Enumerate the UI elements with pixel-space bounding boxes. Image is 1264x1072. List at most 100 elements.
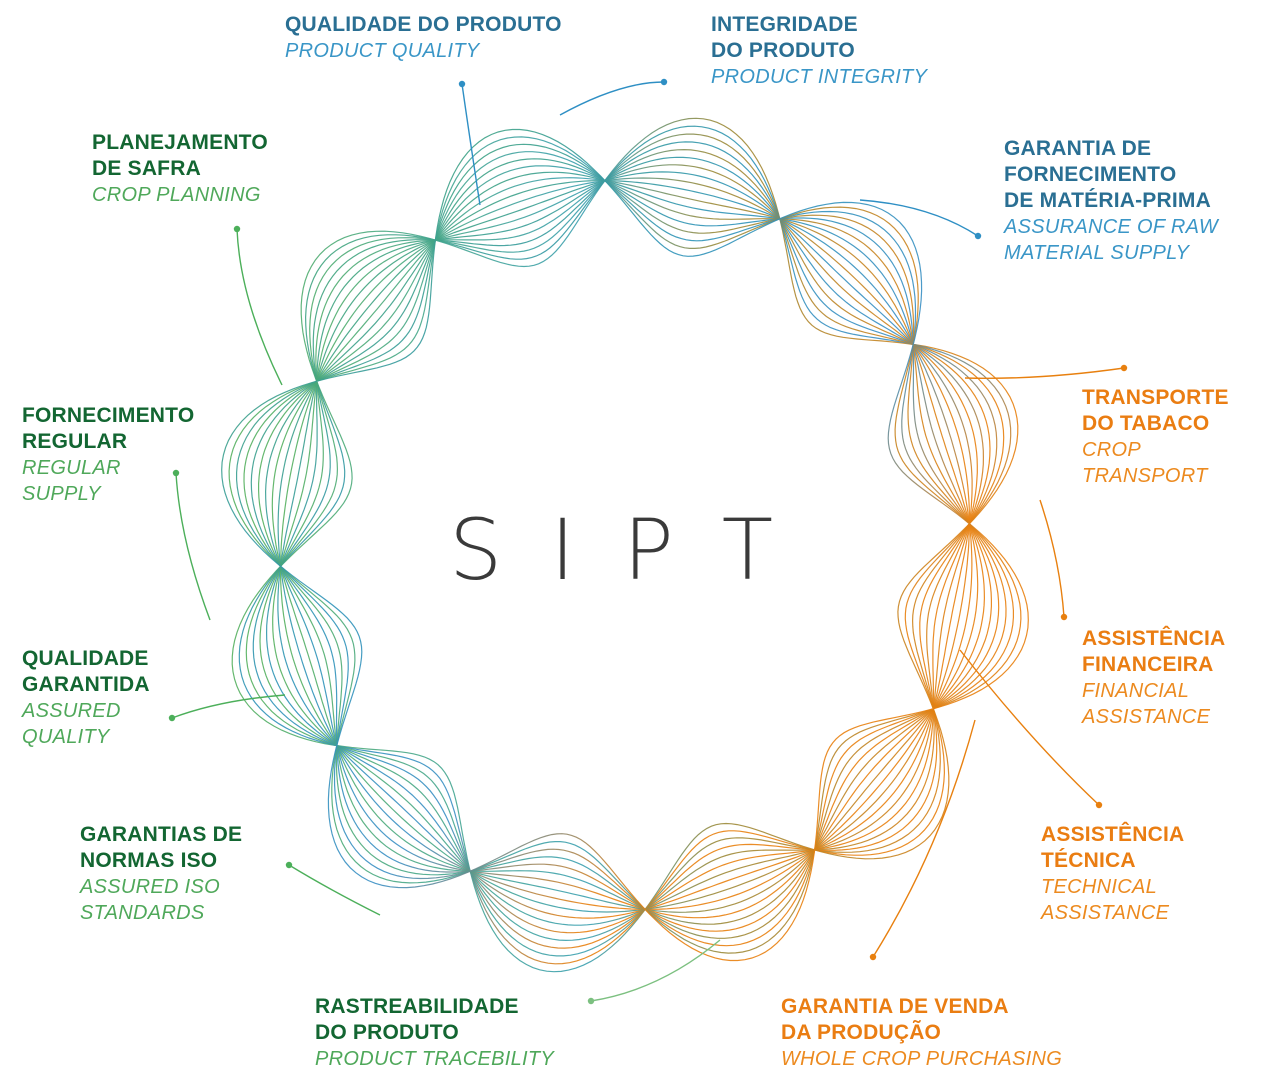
label-pt: DO TABACO bbox=[1082, 412, 1210, 435]
wave-strand bbox=[231, 117, 1019, 973]
label-qualidade-do-produto: QUALIDADE DO PRODUTO PRODUCT QUALITY bbox=[285, 12, 562, 64]
label-en: PRODUCT QUALITY bbox=[285, 40, 480, 62]
label-en: WHOLE CROP PURCHASING bbox=[781, 1048, 1063, 1070]
leader-dot bbox=[1095, 801, 1103, 809]
leader-dot bbox=[172, 469, 180, 477]
center-title-sipt: SIPT bbox=[448, 501, 822, 599]
wave-strand bbox=[277, 171, 973, 919]
leader-dot bbox=[869, 953, 877, 961]
label-pt: GARANTIA DE VENDA bbox=[781, 995, 1009, 1018]
leader-line bbox=[461, 83, 481, 206]
label-pt: QUALIDADE DO PRODUTO bbox=[285, 13, 562, 36]
label-pt: REGULAR bbox=[22, 430, 128, 453]
wave-strand bbox=[252, 141, 998, 949]
label-rastreabilidade-do-produto: RASTREABILIDADE DO PRODUTO PRODUCT TRACE… bbox=[315, 994, 554, 1072]
wave-strand bbox=[238, 125, 1012, 965]
label-en: ASSISTANCE bbox=[1041, 902, 1170, 924]
label-garantias-de-normas-iso: GARANTIAS DE NORMAS ISO ASSURED ISO STAN… bbox=[80, 822, 242, 926]
label-qualidade-garantida: QUALIDADE GARANTIDA ASSURED QUALITY bbox=[22, 646, 150, 750]
leader-line bbox=[1039, 499, 1065, 618]
leader-dot bbox=[660, 78, 668, 86]
label-pt: DE SAFRA bbox=[92, 157, 201, 180]
wave-strand bbox=[259, 148, 991, 942]
label-pt: QUALIDADE bbox=[22, 647, 149, 670]
label-en: PRODUCT TRACEBILITY bbox=[315, 1048, 555, 1070]
label-en: ASSURED bbox=[22, 700, 121, 722]
label-en: STANDARDS bbox=[80, 902, 205, 924]
leader-dot bbox=[233, 225, 241, 233]
wave-strand bbox=[265, 156, 985, 934]
label-pt: ASSISTÊNCIA bbox=[1082, 627, 1226, 650]
label-pt: TRANSPORTE bbox=[1082, 386, 1229, 409]
label-pt: GARANTIAS DE bbox=[80, 823, 243, 846]
leader-line bbox=[236, 228, 283, 386]
leader-dot bbox=[458, 80, 466, 88]
label-en: CROP bbox=[1082, 439, 1141, 461]
label-pt: DO PRODUTO bbox=[711, 39, 855, 62]
label-en: ASSURED ISO bbox=[80, 876, 220, 898]
leader-lines bbox=[168, 78, 1128, 1005]
label-assistencia-financeira: ASSISTÊNCIA FINANCEIRA FINANCIAL ASSISTA… bbox=[1082, 626, 1225, 730]
leader-dot bbox=[285, 861, 293, 869]
label-pt: RASTREABILIDADE bbox=[315, 995, 519, 1018]
wave-strand bbox=[280, 177, 970, 913]
label-en: TECHNICAL bbox=[1041, 876, 1158, 898]
leader-dot bbox=[974, 232, 982, 240]
label-en: CROP PLANNING bbox=[92, 184, 261, 206]
wave-strand bbox=[271, 177, 979, 913]
wave-strand bbox=[243, 151, 1007, 939]
label-pt: DA PRODUÇÃO bbox=[781, 1021, 942, 1044]
label-en: MATERIAL SUPPLY bbox=[1004, 242, 1190, 264]
label-integridade-do-produto: INTEGRIDADE DO PRODUTO PRODUCT INTEGRITY bbox=[711, 12, 927, 90]
label-fornecimento-regular: FORNECIMENTO REGULAR REGULAR SUPPLY bbox=[22, 403, 194, 507]
label-en: SUPPLY bbox=[22, 483, 101, 505]
leader-line bbox=[171, 694, 286, 719]
leader-line bbox=[559, 81, 665, 116]
leader-dot bbox=[168, 714, 176, 722]
label-transporte-do-tabaco: TRANSPORTE DO TABACO CROP TRANSPORT bbox=[1082, 385, 1229, 489]
wave-strand bbox=[264, 171, 986, 919]
wave-strand bbox=[236, 143, 1014, 947]
label-en: QUALITY bbox=[22, 726, 110, 748]
label-pt: FORNECIMENTO bbox=[22, 404, 195, 427]
label-pt: GARANTIDA bbox=[22, 673, 150, 696]
leader-line bbox=[859, 199, 979, 237]
label-assistencia-tecnica: ASSISTÊNCIA TÉCNICA TECHNICAL ASSISTANCE bbox=[1041, 822, 1184, 926]
label-pt: FORNECIMENTO bbox=[1004, 163, 1177, 186]
label-planejamento-de-safra: PLANEJAMENTO DE SAFRA CROP PLANNING bbox=[92, 130, 268, 208]
wave-strand bbox=[250, 158, 1000, 932]
leader-dot bbox=[1060, 613, 1068, 621]
label-pt: GARANTIA DE bbox=[1004, 137, 1152, 160]
label-pt: INTEGRIDADE bbox=[711, 13, 858, 36]
leader-dot bbox=[587, 997, 595, 1005]
wave-strand bbox=[272, 164, 978, 926]
leader-line bbox=[590, 939, 721, 1002]
label-en: TRANSPORT bbox=[1082, 465, 1208, 487]
label-pt: DE MATÉRIA-PRIMA bbox=[1004, 189, 1211, 212]
label-pt: ASSISTÊNCIA bbox=[1041, 823, 1185, 846]
wave-strand bbox=[277, 180, 973, 910]
leader-line bbox=[288, 864, 381, 916]
wave-strands bbox=[221, 117, 1029, 973]
label-en: PRODUCT INTEGRITY bbox=[711, 66, 928, 88]
label-en: ASSISTANCE bbox=[1082, 706, 1211, 728]
label-en: REGULAR bbox=[22, 457, 121, 479]
leader-dot bbox=[1120, 364, 1128, 372]
wave-strand bbox=[228, 136, 1022, 954]
label-en: ASSURANCE OF RAW bbox=[1004, 216, 1219, 238]
leader-line bbox=[872, 719, 976, 958]
leader-line bbox=[175, 472, 211, 621]
leader-line bbox=[959, 649, 1100, 806]
leader-line bbox=[964, 367, 1125, 379]
wave-strand bbox=[258, 165, 992, 925]
label-pt: FINANCEIRA bbox=[1082, 653, 1214, 676]
label-pt: NORMAS ISO bbox=[80, 849, 218, 872]
label-pt: PLANEJAMENTO bbox=[92, 131, 268, 154]
label-garantia-de-venda: GARANTIA DE VENDA DA PRODUÇÃO WHOLE CROP… bbox=[781, 994, 1062, 1072]
label-garantia-de-fornecimento: GARANTIA DE FORNECIMENTO DE MATÉRIA-PRIM… bbox=[1004, 136, 1218, 266]
label-pt: DO PRODUTO bbox=[315, 1021, 459, 1044]
label-pt: TÉCNICA bbox=[1041, 849, 1136, 872]
wave-strand bbox=[245, 133, 1005, 957]
label-en: FINANCIAL bbox=[1082, 680, 1190, 702]
